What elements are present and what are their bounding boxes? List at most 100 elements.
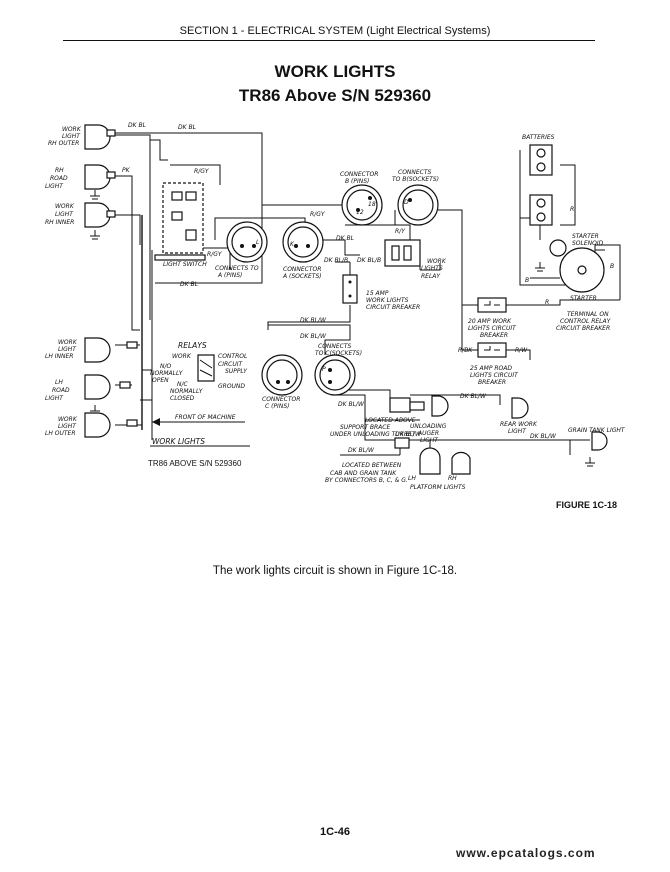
rh-inner-light: [84, 202, 116, 228]
relay-no-2: NORMALLY: [150, 370, 184, 377]
starter-label: STARTER: [570, 295, 597, 302]
wire-r-2: R: [545, 299, 549, 306]
relay-ground: GROUND: [218, 383, 245, 390]
relays-legend-symbol: [197, 354, 215, 382]
rh-road-label-1: RH: [55, 167, 64, 174]
platform-rh-label: RH: [448, 475, 457, 482]
support-brace-2: SUPPORT BRACE: [340, 424, 390, 431]
support-brace-connector: [389, 397, 425, 413]
relay-no-3: OPEN: [152, 377, 169, 384]
breaker-20-label-2: LIGHTS CIRCUIT: [468, 325, 517, 332]
relay-work: WORK: [172, 353, 192, 360]
relay-nc-3: CLOSED: [170, 395, 195, 402]
wire-dk-bl-3: DK BL: [180, 281, 198, 288]
rh-inner-label-2: LIGHT: [55, 211, 74, 218]
watermark: www.epcatalogs.com: [456, 846, 596, 860]
light-switch: [154, 182, 206, 261]
support-brace-3: UNDER UNLOADING TURRET: [330, 431, 417, 438]
wire-r-bk: R/BK: [458, 347, 473, 354]
wire-dk-bl-b-1: DK BL/B: [324, 257, 348, 264]
rh-road-label-3: LIGHT: [45, 183, 64, 190]
battery-top: [529, 144, 553, 176]
wire-dk-bl-w-7: DK BL/W: [348, 447, 375, 454]
auger-label-2: AUGER: [417, 430, 439, 437]
work-lights-relay: [384, 239, 421, 267]
relay-label-2: LIGHTS: [421, 265, 443, 272]
wire-r-gy-2: R/GY: [310, 211, 326, 218]
lh-outer-label-1: WORK: [58, 416, 78, 423]
wire-dk-bl-w-1: DK BL/W: [300, 317, 327, 324]
relays-heading: RELAYS: [178, 341, 207, 350]
relay-no-1: N/O: [160, 363, 172, 370]
work-lights-heading: WORK LIGHTS: [152, 437, 205, 446]
lh-road-light: [84, 374, 131, 400]
wire-r-w: R/W: [515, 347, 528, 354]
lh-road-label-1: LH: [55, 379, 63, 386]
rh-road-label-2: ROAD: [50, 175, 68, 182]
breaker-25-label-3: BREAKER: [478, 379, 506, 386]
pin-k: K: [290, 241, 295, 248]
lh-inner-light: [84, 337, 138, 363]
connector-c-pins-2: C (PINS): [265, 403, 289, 410]
relay-circuit: CIRCUIT: [218, 361, 243, 368]
rh-outer-light: [84, 124, 116, 150]
battery-bottom: [529, 194, 553, 226]
breaker-20-amp: [477, 297, 507, 313]
wire-r-gy-3: R/GY: [207, 251, 223, 258]
connects-c-sockets-2: TO C(SOCKETS): [315, 350, 362, 357]
diagram-labels: WORK LIGHT RH OUTER RH ROAD LIGHT WORK L…: [45, 122, 626, 491]
breaker-15-label-3: CIRCUIT BREAKER: [366, 304, 420, 311]
located-between-3: BY CONNECTORS B, C, & G.: [325, 477, 408, 484]
breaker-25-label-1: 25 AMP ROAD: [470, 365, 512, 372]
relay-label-1: WORK: [427, 258, 447, 265]
breaker-15-label-2: WORK LIGHTS: [366, 297, 409, 304]
front-of-machine-label: FRONT OF MACHINE: [175, 414, 236, 421]
connects-c-sockets-1: CONNECTS: [318, 343, 352, 350]
front-of-machine-arrow: [152, 418, 245, 426]
connector-c-pins-1: CONNECTOR: [262, 396, 300, 403]
connector-a-sockets-1: CONNECTOR: [283, 266, 321, 273]
connector-b-pins-1: CONNECTOR: [340, 171, 378, 178]
connector-c-pins: [261, 354, 303, 396]
terminal-label-3: CIRCUIT BREAKER: [556, 325, 610, 332]
wire-dk-bl-1: DK BL: [128, 122, 146, 129]
grain-tank-light: [591, 431, 608, 451]
lh-road-label-2: ROAD: [52, 387, 70, 394]
pin-d: D: [404, 199, 409, 206]
rh-outer-label-1: WORK: [62, 126, 82, 133]
wire-r-gy-1: R/GY: [194, 168, 210, 175]
wire-dk-bl-w-3: DK BL/W: [338, 401, 365, 408]
located-between-2: CAB AND GRAIN TANK: [330, 470, 397, 477]
page-number: 1C-46: [320, 826, 350, 838]
wires: [90, 132, 621, 467]
model-note: TR86 ABOVE S/N 529360: [148, 459, 242, 468]
connector-a-sockets: [282, 221, 324, 263]
breaker-15-label-1: 15 AMP: [366, 290, 389, 297]
relay-nc-1: N/C: [177, 381, 189, 388]
starter-solenoid: [549, 239, 567, 257]
pin-18: 18: [368, 201, 376, 208]
lh-inner-label-1: WORK: [58, 339, 78, 346]
breaker-25-label-2: LIGHTS CIRCUIT: [470, 372, 519, 379]
rh-outer-label-2: LIGHT: [62, 133, 81, 140]
rear-work-label-1: REAR WORK: [500, 421, 538, 428]
connector-b-pins: [341, 184, 383, 226]
connector-b-sockets: [397, 184, 439, 226]
relay-supply: SUPPLY: [225, 368, 248, 375]
lh-road-label-3: LIGHT: [45, 395, 64, 402]
solenoid-label-1: STARTER: [572, 233, 599, 240]
connects-a-pins-2: A (PINS): [217, 272, 242, 279]
connects-a-pins-1: CONNECTS TO: [215, 265, 259, 272]
breaker-20-label-1: 20 AMP WORK: [468, 318, 512, 325]
relay-nc-2: NORMALLY: [170, 388, 204, 395]
auger-label-3: LIGHT: [420, 437, 439, 444]
header-rule: [63, 40, 595, 41]
relay-control: CONTROL: [218, 353, 247, 360]
wire-dk-bl-w-5: DK BL/W: [395, 431, 422, 438]
light-switch-label: LIGHT SWITCH: [163, 261, 207, 268]
rh-inner-label-1: WORK: [55, 203, 75, 210]
wire-dk-bl-2: DK BL: [178, 124, 196, 131]
section-header: SECTION 1 - ELECTRICAL SYSTEM (Light Ele…: [179, 25, 491, 37]
wire-dk-bl-w-6: DK BL/W: [530, 433, 557, 440]
connects-b-sockets-2: TO B(SOCKETS): [392, 176, 439, 183]
